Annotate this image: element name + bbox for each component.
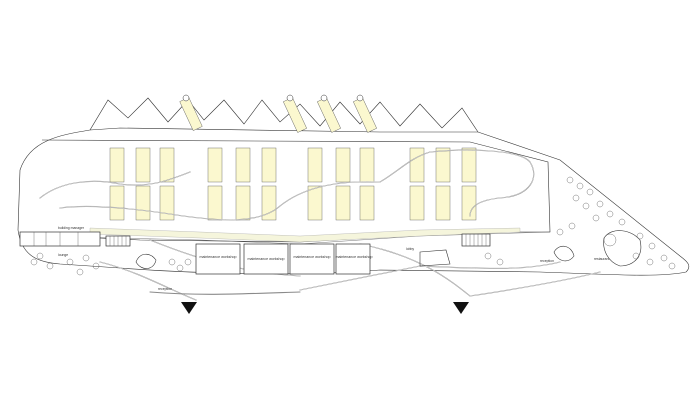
truck-dock-3 bbox=[317, 97, 341, 133]
tree bbox=[606, 210, 614, 218]
stair-west bbox=[105, 235, 131, 247]
storage-rack bbox=[207, 147, 223, 183]
tree bbox=[582, 202, 590, 210]
truck-dock-4 bbox=[353, 97, 377, 133]
tree bbox=[484, 252, 492, 260]
tree bbox=[572, 194, 580, 202]
lounge-label: lounge bbox=[58, 253, 68, 257]
tree bbox=[592, 214, 600, 222]
truck-dock-2 bbox=[283, 97, 307, 133]
storage-rack bbox=[159, 147, 175, 183]
tree bbox=[660, 254, 668, 262]
reception-east-label: reception bbox=[540, 259, 554, 263]
tree bbox=[568, 222, 576, 230]
tree bbox=[36, 252, 44, 260]
tree bbox=[632, 252, 640, 260]
entrance-marker-west bbox=[181, 302, 197, 314]
maintenance-workshop-1-label: maintenance workshop bbox=[200, 255, 237, 259]
entrance-marker-east bbox=[453, 302, 469, 314]
storage-rack bbox=[235, 185, 251, 221]
storage-rack bbox=[159, 185, 175, 221]
storage-rack bbox=[307, 147, 323, 183]
sawtooth-roof-outline bbox=[89, 97, 479, 133]
truck-cab-4 bbox=[356, 94, 364, 102]
storage-rack bbox=[135, 147, 151, 183]
stair-east bbox=[461, 233, 491, 247]
tree bbox=[92, 262, 100, 270]
tree bbox=[596, 200, 604, 208]
storage-rack bbox=[359, 147, 375, 183]
tree bbox=[646, 258, 654, 266]
storage-rack bbox=[307, 185, 323, 221]
tree bbox=[576, 182, 584, 190]
reception-west: reception bbox=[135, 253, 172, 291]
tree bbox=[168, 258, 176, 266]
reception-east: reception bbox=[540, 245, 575, 263]
storage-rack bbox=[335, 185, 351, 221]
tree bbox=[496, 258, 504, 266]
maintenance-workshop-4-label: maintenance workshop bbox=[336, 255, 373, 259]
lobby: lobby bbox=[406, 247, 451, 267]
tree bbox=[556, 228, 564, 236]
storage-rack bbox=[109, 185, 125, 221]
exterior-route-south bbox=[149, 291, 301, 295]
storage-rack bbox=[461, 147, 477, 183]
lobby-label: lobby bbox=[406, 247, 414, 251]
maintenance-workshops: maintenance workshop maintenance worksho… bbox=[195, 243, 373, 275]
tree bbox=[176, 264, 184, 272]
restaurant-label: restaurant bbox=[594, 257, 609, 261]
lawn-strip bbox=[89, 227, 521, 243]
storage-rack bbox=[261, 147, 277, 183]
tree bbox=[66, 258, 74, 266]
storage-rack bbox=[435, 147, 451, 183]
storage-rack bbox=[335, 147, 351, 183]
tree bbox=[648, 242, 656, 250]
maintenance-workshop-2-label: maintenance workshop bbox=[248, 257, 285, 261]
tree bbox=[76, 268, 84, 276]
building-manager-office: building manager bbox=[19, 226, 101, 247]
reception-west-label: reception bbox=[158, 287, 172, 291]
tree bbox=[668, 262, 676, 270]
storage-rack bbox=[409, 185, 425, 221]
storage-rack bbox=[135, 185, 151, 221]
storage-rack bbox=[461, 185, 477, 221]
storage-rack bbox=[109, 147, 125, 183]
building-manager-label: building manager bbox=[58, 226, 85, 230]
tree bbox=[30, 258, 38, 266]
storage-rack bbox=[359, 185, 375, 221]
storage-rack bbox=[235, 147, 251, 183]
truck-cab-2 bbox=[286, 94, 294, 102]
truck-cab-1 bbox=[182, 94, 190, 102]
tree bbox=[82, 254, 90, 262]
landscape-planting bbox=[30, 176, 676, 276]
restaurant: restaurant bbox=[594, 230, 642, 267]
tree bbox=[618, 218, 626, 226]
maintenance-workshop-3-label: maintenance workshop bbox=[294, 255, 331, 259]
tree bbox=[566, 176, 574, 184]
storage-racks bbox=[109, 147, 477, 221]
truck-cab-3 bbox=[320, 94, 328, 102]
tree bbox=[46, 262, 54, 270]
storage-rack bbox=[409, 147, 425, 183]
tree bbox=[636, 232, 644, 240]
tree bbox=[184, 258, 192, 266]
storage-rack bbox=[207, 185, 223, 221]
loading-docks bbox=[179, 94, 377, 133]
tree bbox=[586, 188, 594, 196]
storage-rack bbox=[435, 185, 451, 221]
